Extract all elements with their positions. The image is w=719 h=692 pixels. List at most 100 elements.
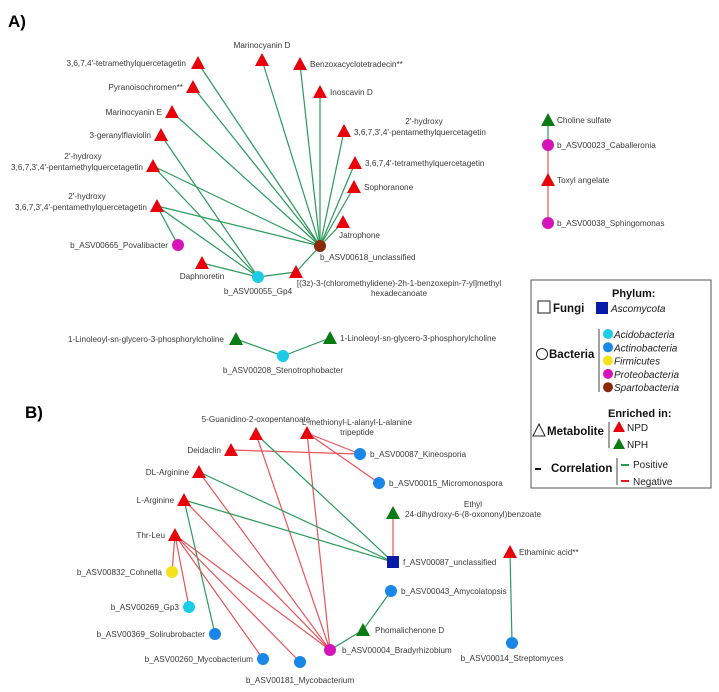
metabolite-node: [192, 465, 206, 478]
node-label: Daphnoretin: [180, 272, 225, 281]
metabolite-node: [191, 56, 205, 69]
node-label: Sophoranone: [364, 183, 414, 192]
edge-positive: [261, 59, 321, 247]
bacteria-node: [314, 240, 326, 252]
panel-b-label: B): [25, 403, 43, 422]
legend-positive: Positive: [633, 460, 668, 471]
legend-enriched-title: Enriched in:: [608, 408, 672, 420]
bacteria-node: [506, 637, 518, 649]
edge-negative: [306, 432, 380, 484]
node-label: b_ASV00269_Gp3: [111, 603, 180, 612]
node-label: Toxyl angelate: [557, 176, 610, 185]
edge-negative: [174, 534, 264, 660]
proteobacteria-circle-icon: [603, 368, 613, 379]
node-label: b_ASV00004_Bradyrhizobium: [342, 646, 452, 655]
legend-metabolite-label: Metabolite: [547, 426, 604, 438]
metabolite-node: [195, 256, 209, 269]
node-label: 3-geranylflaviolin: [90, 131, 152, 140]
node-label: b_ASV00014_Streptomyces: [461, 654, 564, 663]
legend-negative: Negative: [633, 477, 673, 488]
edge-positive: [152, 165, 259, 278]
metabolite-node: [313, 85, 327, 98]
bacteria-node: [252, 271, 264, 283]
edge-positive: [160, 134, 259, 278]
edge-positive: [235, 338, 284, 357]
edge-positive: [319, 162, 356, 247]
node-label: 2'-hydroxy: [64, 152, 102, 161]
bacteria-node: [172, 239, 184, 251]
bacteria-node: [324, 644, 336, 656]
node-label: 24-dihydroxy-6-(8-oxononyl)benzoate: [405, 510, 542, 519]
node-label: b_ASV00618_unclassified: [320, 253, 416, 262]
edge-positive: [362, 590, 392, 631]
node-label: tripeptide: [340, 428, 374, 437]
node-label: Marinocyanin D: [234, 41, 291, 50]
bacteria-node: [385, 585, 397, 597]
node-label: 3,6,7,3',4'-pentamethylquercetagetin: [11, 163, 143, 172]
node-label: b_ASV00015_Micromonospora: [389, 479, 503, 488]
spartobacteria-circle-icon: [603, 382, 613, 393]
legend-nph: NPH: [627, 440, 648, 451]
edge-positive: [255, 433, 394, 563]
legend-spartobacteria: Spartobacteria: [614, 383, 679, 394]
node-label: 5-Guanidino-2-oxopentanoate: [202, 415, 311, 424]
metabolite-node: [356, 623, 370, 636]
legend-correlation-label: Correlation: [551, 463, 612, 475]
node-label: [(3z)-3-(chloromethylidene)-2h-1-benzoxe…: [297, 279, 501, 288]
bacteria-circle-icon: [536, 348, 548, 360]
edge-positive: [198, 471, 394, 563]
node-label: 3,6,7,3',4'-pentamethylquercetagetin: [354, 128, 486, 137]
node-label: 3,6,7,4'-tetramethylquercetagetin: [365, 159, 485, 168]
metabolite-node: [165, 105, 179, 118]
bacteria-node: [257, 653, 269, 665]
node-label: L-methionyl-L-alanyl-L-alanine: [302, 418, 413, 427]
legend-proteobacteria: Proteobacteria: [614, 370, 679, 381]
legend-npd: NPD: [627, 423, 648, 434]
edge-negative: [306, 432, 361, 455]
edge-positive: [319, 186, 355, 247]
bacteria-node: [354, 448, 366, 460]
metabolite-node: [177, 493, 191, 506]
edge-positive: [201, 262, 259, 278]
node-label: 1-Linoleoyl-sn-glycero-3-phosphorylcholi…: [340, 334, 497, 343]
labels-layer: 3,6,7,4'-tetramethylquercetagetin Marinoc…: [11, 41, 664, 685]
node-label: b_ASV00087_Kineosporia: [370, 450, 466, 459]
edge-negative: [174, 534, 190, 608]
node-label: b_ASV00038_Sphingomonas: [557, 219, 664, 228]
node-label: b_ASV00208_Stenotrophobacter: [223, 366, 343, 375]
node-label: 1-Linoleoyl-sn-glycero-3-phosphorylcholi…: [68, 335, 225, 344]
fungi-square-icon: [537, 300, 551, 314]
metabolite-node: [229, 332, 243, 345]
node-label: b_ASV00055_Gp4: [224, 287, 293, 296]
legend-phyla-list: AcidobacteriaActinobacteriaFirmicutesPro…: [603, 329, 679, 394]
legend-acidobacteria: Acidobacteria: [613, 330, 675, 341]
node-label: L-Arginine: [137, 496, 175, 505]
metabolite-node: [154, 128, 168, 141]
node-label: hexadecanoate: [371, 289, 427, 298]
node-label: Inoscavin D: [330, 88, 373, 97]
node-label: b_ASV00260_Mycobacterium: [145, 655, 254, 664]
node-label: Thr-Leu: [136, 531, 165, 540]
node-label: DL-Arginine: [146, 468, 190, 477]
node-label: Phomalichenone D: [375, 626, 444, 635]
legend-phylum-title: Phylum:: [612, 288, 655, 300]
edge-negative: [183, 499, 331, 651]
metabolite-node: [348, 156, 362, 169]
node-label: Benzoxacyclotetradecin**: [310, 60, 404, 69]
node-label: Pyranoisochromen**: [108, 83, 183, 92]
bacteria-node: [542, 139, 554, 151]
node-label: Jatrophone: [339, 231, 380, 240]
metabolite-node: [255, 53, 269, 66]
edge-positive: [152, 165, 321, 247]
legend-frame: [530, 279, 712, 489]
npd-triangle-icon: [613, 421, 625, 432]
legend-bacteria-label: Bacteria: [549, 349, 595, 361]
metabolite-node: [323, 331, 337, 344]
node-label: b_ASV00369_Solirubrobacter: [97, 630, 206, 639]
legend-ascomycota: Ascomycota: [610, 304, 666, 315]
edge-positive: [257, 271, 297, 278]
metabolite-node: [289, 265, 303, 278]
edge-negative: [174, 534, 331, 651]
node-label: 2'-hydroxy: [405, 117, 443, 126]
metabolite-triangle-icon: [532, 422, 546, 437]
